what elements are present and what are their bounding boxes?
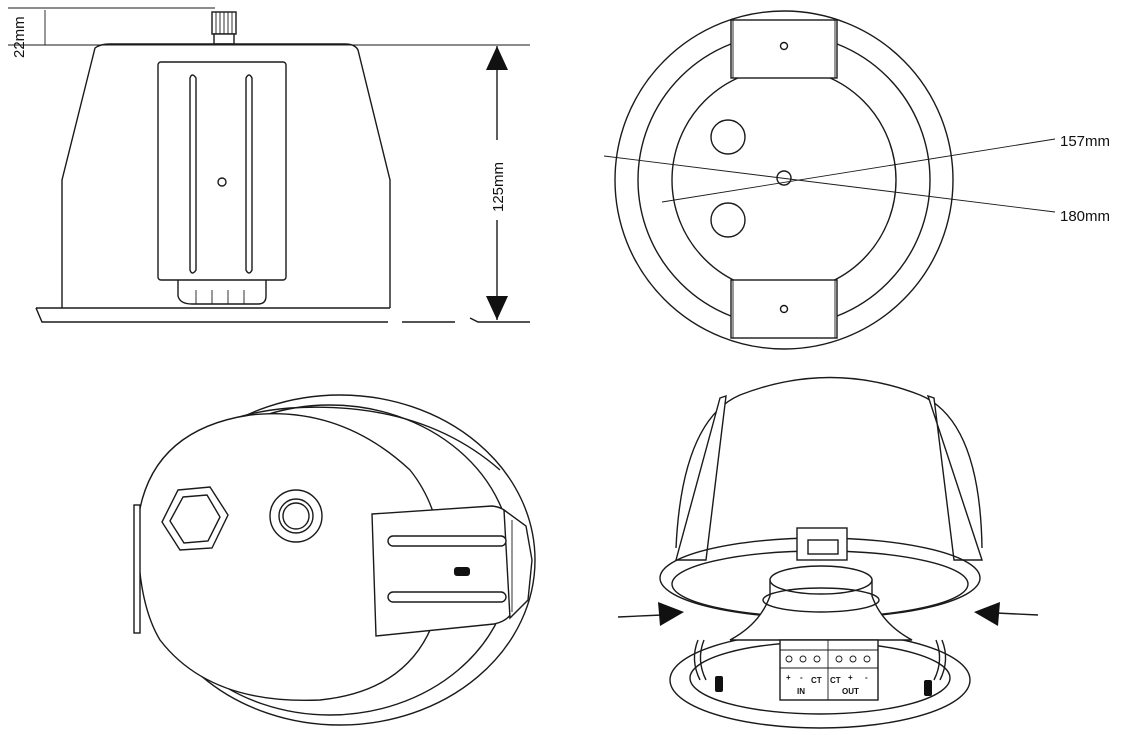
rear-perspective-view: [133, 394, 536, 726]
dim-22mm-label: 22mm: [11, 16, 28, 58]
dim-157mm-label: 157mm: [1060, 133, 1110, 150]
plan-view: 157mm 180mm: [603, 10, 1110, 350]
side-view: 22mm 125mm: [8, 7, 530, 323]
front-perspective-view: + - CT CT + - IN OUT: [617, 376, 1039, 729]
terminal-out-plus: +: [848, 673, 853, 682]
terminal-in-plus: +: [786, 673, 791, 682]
terminal-in-ct: CT: [811, 676, 822, 685]
dim-125mm-label: 125mm: [490, 162, 507, 212]
terminal-out-minus: -: [865, 673, 868, 682]
terminal-in-label: IN: [797, 687, 805, 696]
terminal-out-ct: CT: [830, 676, 841, 685]
dim-180mm-label: 180mm: [1060, 208, 1110, 225]
terminal-out-label: OUT: [842, 687, 859, 696]
terminal-block: + - CT CT + - IN OUT: [779, 639, 879, 701]
terminal-in-minus: -: [800, 673, 803, 682]
